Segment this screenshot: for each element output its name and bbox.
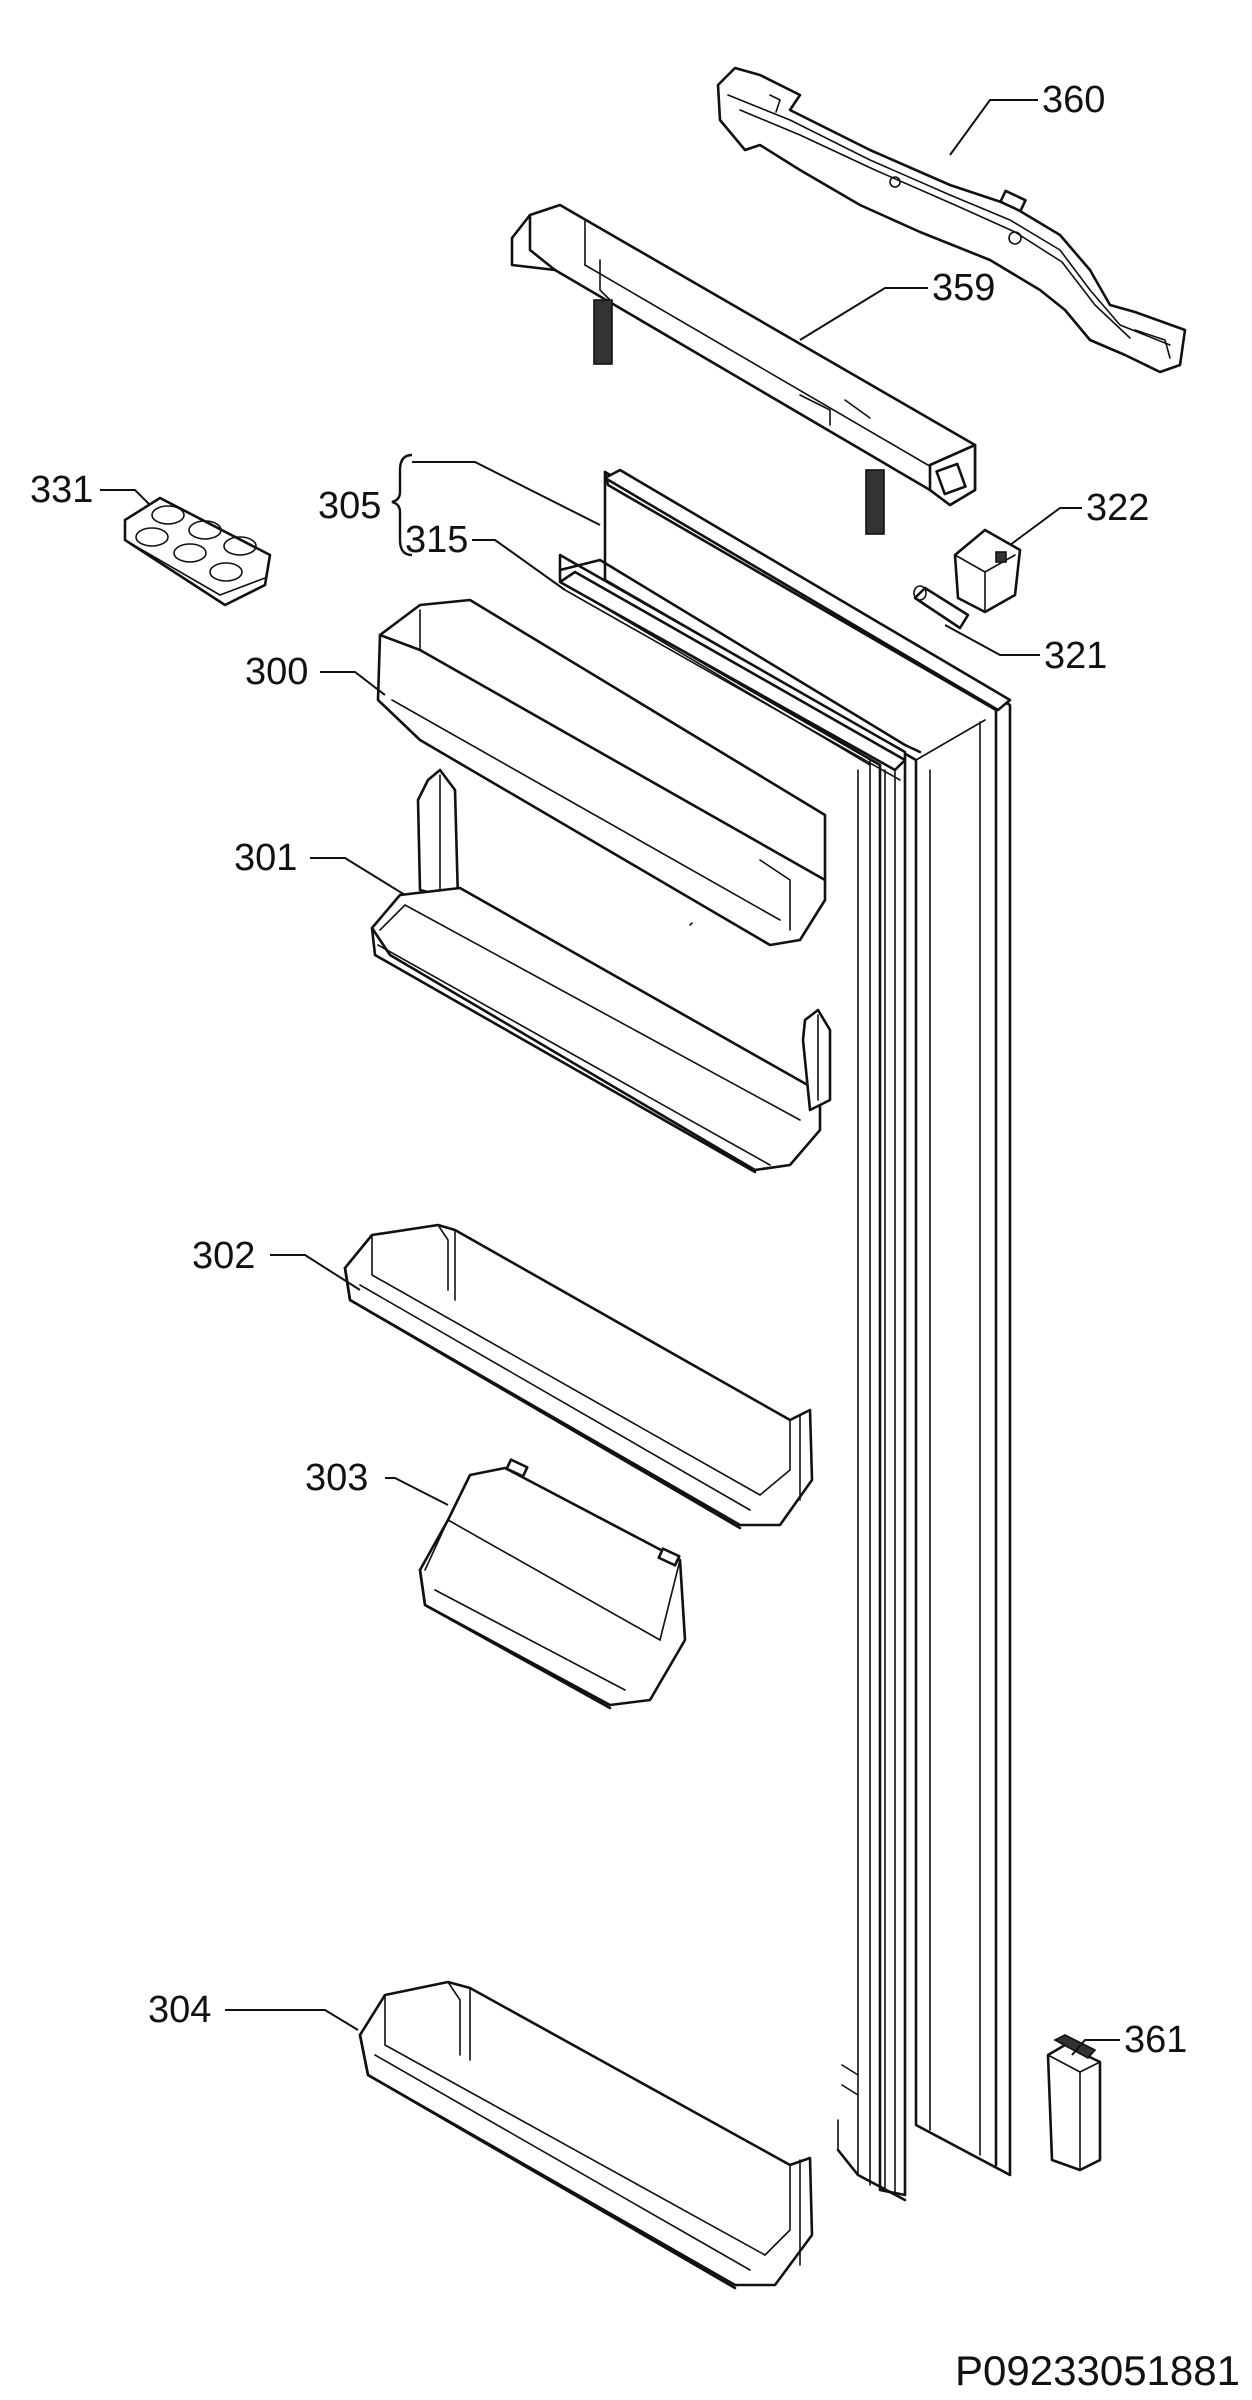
label-304: 304 [148,1989,211,2031]
part-322-hinge-cap [953,528,1022,614]
label-303: 303 [305,1457,368,1499]
door-outer-frame [558,468,1012,2202]
part-303-small-container [418,1458,687,1710]
part-361-hinge-cover [1046,2034,1102,2172]
label-315: 315 [405,519,468,561]
label-322: 322 [1086,487,1149,529]
label-301: 301 [234,837,297,879]
group-brace-305-315 [391,453,413,557]
part-315-gasket [558,570,907,781]
drawing-reference-code: P09233051881 [955,2347,1240,2394]
label-300: 300 [245,651,308,693]
part-304-bottom-shelf [358,1980,814,2290]
part-321-hinge-pin [913,585,970,630]
label-361: 361 [1124,2019,1187,2061]
part-302-middle-shelf [343,1223,814,1530]
label-302: 302 [192,1235,255,1277]
part-360-hinge-bracket [716,66,1187,374]
part-359-top-cover [510,203,977,535]
leader-lines [100,99,1120,2056]
label-331: 331 [30,469,93,511]
label-321: 321 [1044,635,1107,677]
part-300-dairy-lid [376,598,827,947]
part-301-upper-shelf [370,768,832,1174]
label-360: 360 [1042,79,1105,121]
part-331-egg-tray [123,496,272,607]
label-359: 359 [932,267,995,309]
part-labels: 360 359 331 305 315 322 321 300 301 302 … [30,79,1187,2061]
label-305: 305 [318,485,381,527]
